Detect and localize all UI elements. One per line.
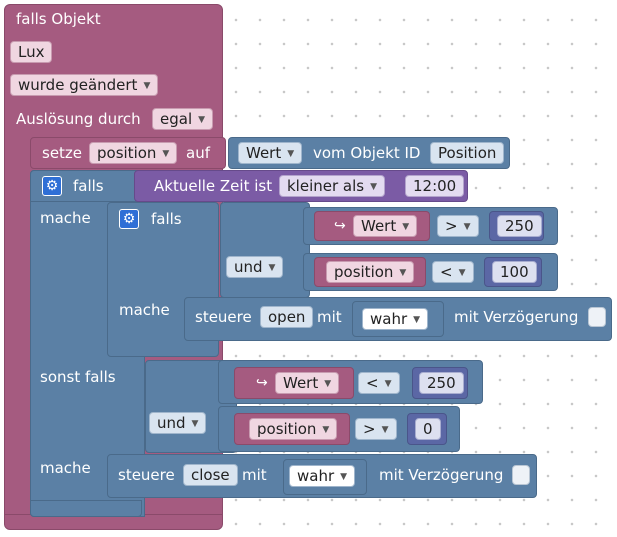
dropdown-arrow-icon: ▼ xyxy=(458,268,466,278)
if-falls-label: falls xyxy=(73,177,104,195)
dropdown-arrow-icon: ▼ xyxy=(340,472,348,482)
number-field-3[interactable]: 250 xyxy=(419,372,464,394)
set-label: setze xyxy=(42,144,83,162)
dropdown-arrow-icon: ▼ xyxy=(463,222,471,232)
delay-checkbox-open[interactable] xyxy=(588,307,606,327)
trigger-label: Auslösung durch xyxy=(16,110,141,128)
delay-label-open: mit Verzögerung xyxy=(454,308,579,326)
gear-icon[interactable]: ⚙ xyxy=(119,209,139,229)
dropdown-arrow-icon: ▼ xyxy=(287,149,295,159)
dropdown-arrow-icon: ▼ xyxy=(413,315,421,325)
target-field-close[interactable]: close xyxy=(183,464,238,486)
variable-dropdown-2[interactable]: position▼ xyxy=(326,261,415,283)
dropdown-arrow-icon: ▼ xyxy=(198,115,206,125)
dropdown-arrow-icon: ▼ xyxy=(402,222,410,232)
property-dropdown[interactable]: Wert▼ xyxy=(238,142,303,164)
dropdown-arrow-icon: ▼ xyxy=(143,81,151,91)
compare-op-dropdown[interactable]: kleiner als▼ xyxy=(279,175,386,197)
gear-icon[interactable]: ⚙ xyxy=(42,176,62,196)
operator-dropdown-3[interactable]: <▼ xyxy=(358,372,400,394)
else-if-label: sonst falls xyxy=(40,368,116,386)
dropdown-arrow-icon: ▼ xyxy=(384,379,392,389)
and-dropdown-else[interactable]: und▼ xyxy=(149,412,207,434)
and-dropdown-inner[interactable]: und▼ xyxy=(226,256,284,278)
dropdown-arrow-icon: ▼ xyxy=(191,419,199,429)
dropdown-arrow-icon: ▼ xyxy=(162,149,170,159)
current-time-label: Aktuelle Zeit ist xyxy=(154,177,273,195)
set-auf-label: auf xyxy=(186,144,210,162)
steuere-label-open: steuere xyxy=(195,308,252,326)
variable-dropdown-4[interactable]: position▼ xyxy=(249,418,338,440)
inner-falls-label: falls xyxy=(151,210,182,228)
mit-label-close: mit xyxy=(242,466,267,484)
target-field-open[interactable]: open xyxy=(260,306,314,328)
delay-checkbox-close[interactable] xyxy=(512,465,530,485)
bool-dropdown-open[interactable]: wahr▼ xyxy=(362,308,429,330)
set-variable-dropdown[interactable]: position▼ xyxy=(89,142,178,164)
return-arrow-icon: ↪ xyxy=(256,375,268,391)
return-arrow-icon: ↪ xyxy=(334,218,346,234)
operator-dropdown-2[interactable]: <▼ xyxy=(432,261,474,283)
time-value-field[interactable]: 12:00 xyxy=(405,175,465,197)
mit-label-open: mit xyxy=(317,308,342,326)
if-block-outer-bottom xyxy=(30,500,142,517)
number-field-2[interactable]: 100 xyxy=(492,261,537,283)
number-field-1[interactable]: 250 xyxy=(497,215,542,237)
dropdown-arrow-icon: ▼ xyxy=(268,263,276,273)
bool-dropdown-close[interactable]: wahr▼ xyxy=(289,465,356,487)
from-object-label: vom Objekt ID xyxy=(313,144,421,162)
dropdown-arrow-icon: ▼ xyxy=(324,379,332,389)
and-block-inner[interactable] xyxy=(220,202,310,298)
dropdown-arrow-icon: ▼ xyxy=(399,268,407,278)
object-name-field[interactable]: Lux xyxy=(10,41,53,63)
event-title: falls Objekt xyxy=(16,10,101,28)
property-dropdown-3[interactable]: Wert▼ xyxy=(275,372,340,394)
inner-mache-label: mache xyxy=(119,301,170,319)
delay-label-close: mit Verzögerung xyxy=(379,466,504,484)
dropdown-arrow-icon: ▼ xyxy=(322,425,330,435)
object-id-field[interactable]: Position xyxy=(430,142,505,164)
event-type-dropdown[interactable]: wurde geändert▼ xyxy=(10,74,159,96)
property-dropdown-1[interactable]: Wert▼ xyxy=(353,215,418,237)
dropdown-arrow-icon: ▼ xyxy=(370,182,378,192)
trigger-dropdown[interactable]: egal▼ xyxy=(152,108,214,130)
operator-dropdown-4[interactable]: >▼ xyxy=(355,418,397,440)
dropdown-arrow-icon: ▼ xyxy=(381,425,389,435)
else-mache-label: mache xyxy=(40,459,91,477)
number-field-4[interactable]: 0 xyxy=(415,418,441,440)
operator-dropdown-1[interactable]: >▼ xyxy=(437,215,479,237)
steuere-label-close: steuere xyxy=(118,466,175,484)
if-mache-label: mache xyxy=(40,209,91,227)
